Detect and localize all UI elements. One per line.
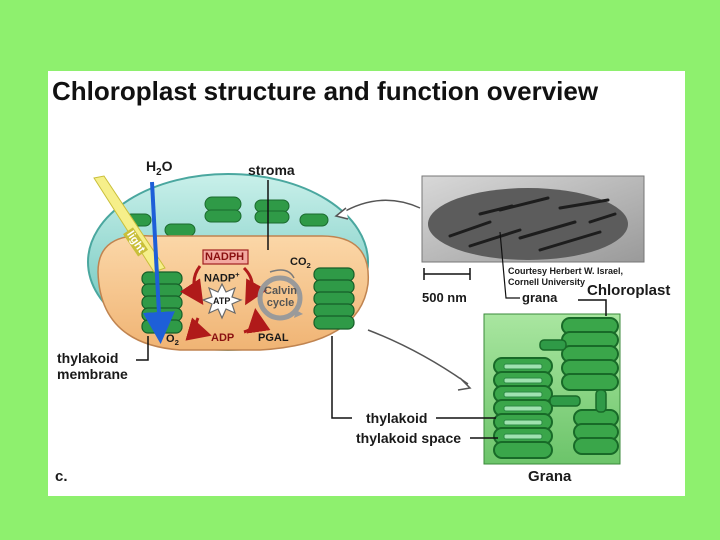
callout-arrows	[334, 199, 472, 391]
energy-cycle-arrows	[180, 265, 271, 341]
thylakoid-label: thylakoid	[366, 410, 428, 426]
nadph-label: NADPH	[205, 251, 245, 263]
grana-stack-left	[141, 271, 183, 334]
grana-micrograph-label: grana	[522, 290, 558, 305]
courtesy-credit: Courtesy Herbert W. Israel,Cornell Unive…	[508, 266, 624, 287]
scale-bar-label: 500 nm	[422, 290, 467, 305]
h2o-label: H2O	[146, 158, 173, 178]
nadph-box	[202, 249, 249, 265]
calvin-cycle-ring	[257, 269, 303, 321]
water-arrow	[142, 181, 175, 344]
atp-burst	[201, 282, 243, 320]
leader-lines	[136, 180, 607, 439]
o2-label: O2	[166, 333, 179, 348]
grana-illustration	[483, 313, 621, 465]
chloroplast-label: Chloroplast	[587, 282, 671, 299]
adp-label: ADP	[211, 332, 235, 344]
panel-letter: c.	[55, 468, 68, 485]
chloroplast-micrograph	[421, 175, 645, 263]
grana-pointer	[499, 231, 520, 299]
stroma-label: stroma	[248, 162, 295, 178]
thylakoid-space-label: thylakoid space	[356, 430, 462, 446]
co2-label: CO2	[290, 256, 311, 271]
nadp-label: NADP+	[204, 270, 240, 285]
grana-stack-right	[313, 267, 355, 330]
pgal-label: PGAL	[258, 332, 289, 344]
scale-bar	[423, 268, 471, 280]
figure-title: Chloroplast structure and function overv…	[52, 76, 599, 106]
atp-label: ATP	[213, 296, 231, 306]
grana-caption: Grana	[528, 468, 572, 485]
